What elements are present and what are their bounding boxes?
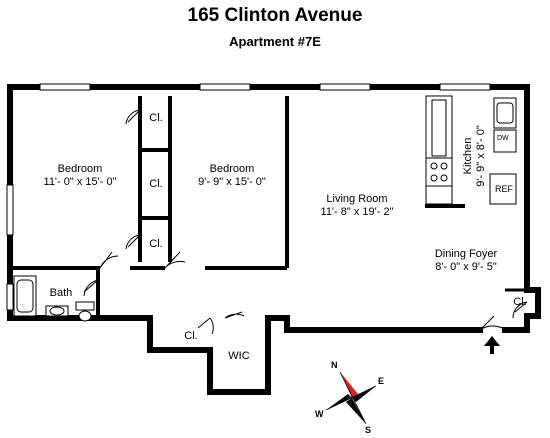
burner xyxy=(430,174,438,182)
door-bed1 xyxy=(99,251,119,269)
room-dims: 9'- 9" x 8'- 0" xyxy=(475,125,487,187)
room-name: Bedroom xyxy=(57,163,103,175)
closet-label: Cl. xyxy=(513,296,527,308)
room-label-wic: WIC xyxy=(216,350,262,363)
kitchen-fixtures xyxy=(425,95,517,205)
door-bed2 xyxy=(164,251,186,269)
doors xyxy=(83,109,528,335)
sink-inner xyxy=(496,102,514,124)
outer-wall-right-bottom xyxy=(502,313,530,333)
window xyxy=(6,184,14,236)
bath-fixtures xyxy=(13,275,95,322)
compass-needle-south xyxy=(346,398,366,424)
door-closet-foyer xyxy=(512,301,528,319)
dishwasher xyxy=(493,129,517,153)
window xyxy=(439,83,491,91)
room-name: Living Room xyxy=(326,193,388,205)
door-bath xyxy=(83,279,99,297)
dishwasher-label: DW xyxy=(497,135,509,142)
toilet-tank xyxy=(75,301,95,311)
door-entry xyxy=(479,315,503,331)
sink-basin xyxy=(49,306,65,316)
walls xyxy=(7,84,541,395)
counter-inner xyxy=(431,99,447,157)
compass-rose xyxy=(325,371,377,425)
compass-east-label: E xyxy=(378,376,385,386)
compass-north-label: N xyxy=(331,360,338,370)
room-label-bath: Bath xyxy=(44,287,78,300)
room-name: Bath xyxy=(49,287,73,299)
window xyxy=(39,83,91,91)
room-dims: 8'- 0" x 9'- 5" xyxy=(435,261,497,273)
room-name: Dining Foyer xyxy=(434,248,498,260)
bathtub-inner xyxy=(16,279,34,313)
room-label-bedroom-1: Bedroom 11'- 0" x 15'- 0" xyxy=(30,163,130,189)
window xyxy=(199,83,251,91)
refrigerator xyxy=(489,173,517,205)
room-label-dining-foyer: Dining Foyer 8'- 0" x 9'- 5" xyxy=(418,248,514,274)
compass-needle-north xyxy=(340,372,358,398)
outer-wall-bottom-mid xyxy=(265,315,290,333)
door-closet3 xyxy=(125,234,141,250)
room-name: Kitchen xyxy=(462,137,474,175)
compass-south-label: S xyxy=(365,425,372,435)
plan-subtitle: Apartment #7E xyxy=(229,34,321,49)
door-closet-bottom xyxy=(197,317,214,335)
room-dims: 11'- 0" x 15'- 0" xyxy=(43,176,117,188)
closet-label: Cl. xyxy=(184,330,198,342)
stove xyxy=(425,157,453,187)
closet-label: Cl. xyxy=(149,178,163,190)
refrigerator-label: REF xyxy=(495,184,513,194)
room-label-kitchen: Kitchen 9'- 9" x 8'- 0" xyxy=(462,106,488,206)
closet-label: Cl. xyxy=(149,238,163,250)
room-label-living-room: Living Room 11'- 8" x 19'- 2" xyxy=(302,193,412,219)
room-name: Bedroom xyxy=(209,163,255,175)
closet-label: Cl. xyxy=(149,112,163,124)
entry-arrow xyxy=(484,336,500,354)
windows xyxy=(6,83,491,311)
window xyxy=(319,83,371,91)
compass-west-label: W xyxy=(315,409,324,419)
interior-walls xyxy=(10,96,465,318)
burner xyxy=(440,162,448,170)
burner xyxy=(430,162,438,170)
room-label-bedroom-2: Bedroom 9'- 9" x 15'- 0" xyxy=(182,163,282,189)
outer-wall-right-lower xyxy=(524,287,541,319)
room-name: WIC xyxy=(228,350,250,362)
plan-title: 165 Clinton Avenue xyxy=(187,5,363,26)
door-wic xyxy=(224,311,245,319)
room-dims: 11'- 8" x 19'- 2" xyxy=(320,206,394,218)
room-dims: 9'- 9" x 15'- 0" xyxy=(198,176,266,188)
burner xyxy=(440,174,448,182)
door-closet1 xyxy=(125,109,141,125)
toilet-bowl xyxy=(78,310,92,322)
wic-wall xyxy=(207,315,271,395)
window xyxy=(6,283,14,311)
compass-needle-west xyxy=(326,394,352,410)
compass-needle-east xyxy=(352,386,376,402)
